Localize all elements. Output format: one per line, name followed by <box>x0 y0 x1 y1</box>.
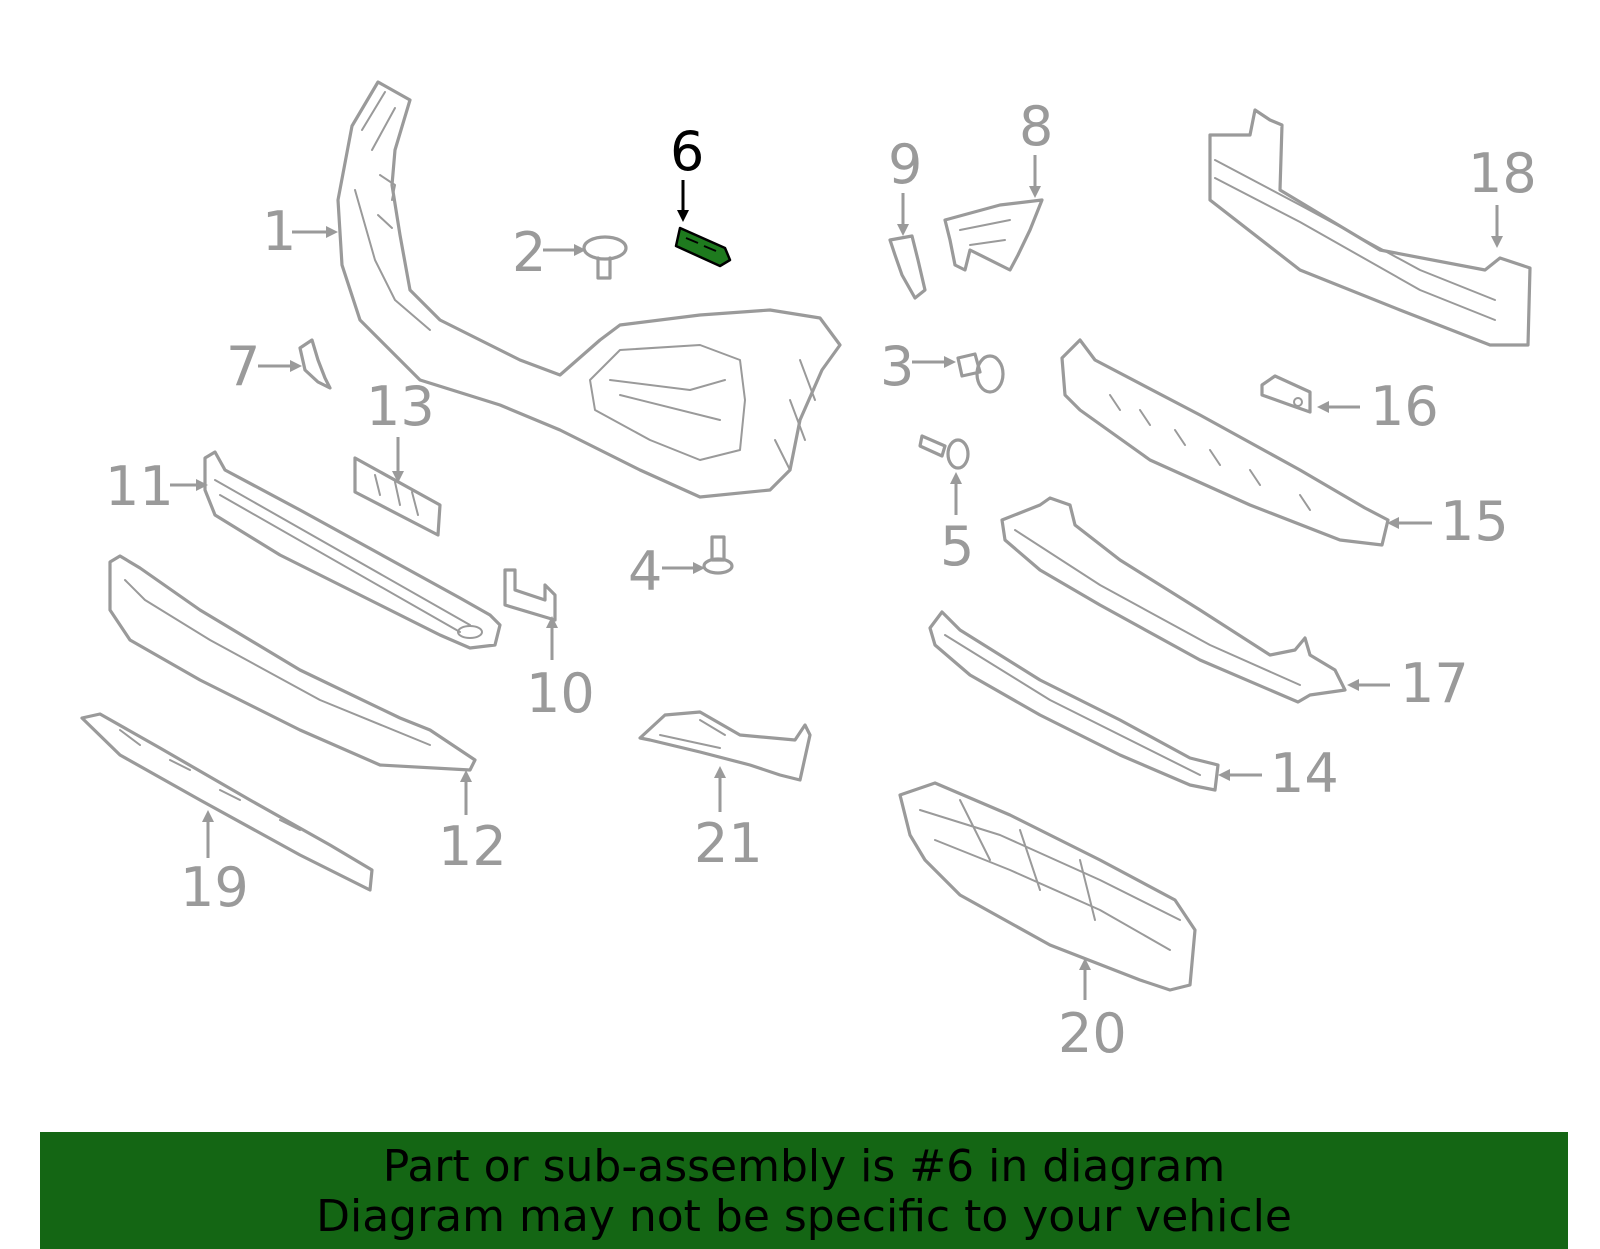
part-2-push-pin[interactable] <box>582 235 628 280</box>
arrowhead-17 <box>1347 679 1359 691</box>
arrowhead-20 <box>1079 958 1091 970</box>
callout-14: 14 <box>1270 742 1339 805</box>
arrowhead-13 <box>392 471 404 483</box>
callout-9: 9 <box>888 133 922 196</box>
part-14-lower-reinforcement[interactable] <box>928 610 1220 792</box>
part-3-rivet[interactable] <box>956 352 1005 394</box>
part-12-lower-trim[interactable] <box>108 554 477 772</box>
banner-line-1: Part or sub-assembly is #6 in diagram <box>382 1141 1226 1192</box>
part-1-bumper-cover[interactable] <box>336 80 842 499</box>
part-15-absorber[interactable] <box>1060 338 1390 547</box>
arrowhead-14 <box>1218 769 1230 781</box>
callout-12: 12 <box>438 815 507 878</box>
arrowhead-2 <box>574 244 586 256</box>
arrowhead-7 <box>290 360 302 372</box>
callout-13: 13 <box>366 375 435 438</box>
part-10-bracket[interactable] <box>503 568 557 622</box>
callout-11: 11 <box>105 455 174 518</box>
callout-6: 6 <box>670 120 704 183</box>
part-6-highlighted-bracket[interactable] <box>674 226 732 268</box>
arrowhead-11 <box>196 479 208 491</box>
callout-10: 10 <box>526 662 595 725</box>
arrowhead-18 <box>1491 236 1503 248</box>
arrowhead-16 <box>1317 401 1329 413</box>
part-5-bolt[interactable] <box>918 434 970 470</box>
callout-4: 4 <box>628 540 662 603</box>
callout-1: 1 <box>262 200 296 263</box>
arrowhead-3 <box>944 356 956 368</box>
part-18-reinforcement[interactable] <box>1208 108 1532 347</box>
callout-8: 8 <box>1019 95 1053 158</box>
arrowhead-12 <box>460 770 472 782</box>
arrowhead-6 <box>677 210 689 222</box>
banner-line-2: Diagram may not be specific to your vehi… <box>316 1191 1292 1242</box>
part-4-clip[interactable] <box>702 535 734 575</box>
part-20-lower-shield[interactable] <box>898 781 1197 992</box>
arrowhead-21 <box>714 766 726 778</box>
callout-16: 16 <box>1370 375 1439 438</box>
callout-21: 21 <box>694 812 763 875</box>
callout-19: 19 <box>180 856 249 919</box>
info-banner: Part or sub-assembly is #6 in diagram Di… <box>40 1132 1568 1249</box>
arrowhead-4 <box>693 562 705 574</box>
arrowhead-19 <box>202 810 214 822</box>
part-8-bracket[interactable] <box>943 198 1044 272</box>
callout-15: 15 <box>1440 490 1509 553</box>
part-9-bracket[interactable] <box>888 234 927 300</box>
callout-3: 3 <box>880 335 914 398</box>
callout-7: 7 <box>226 335 260 398</box>
arrowhead-5 <box>950 472 962 484</box>
part-17-lower-beam[interactable] <box>1000 496 1347 704</box>
part-7-clip[interactable] <box>298 338 332 390</box>
callout-5: 5 <box>940 515 974 578</box>
part-11-grille[interactable] <box>203 450 502 650</box>
part-21-air-duct[interactable] <box>638 710 812 782</box>
callout-18: 18 <box>1468 142 1537 205</box>
arrowhead-8 <box>1029 186 1041 198</box>
arrowhead-15 <box>1387 517 1399 529</box>
callout-20: 20 <box>1058 1002 1127 1065</box>
arrowhead-1 <box>326 226 338 238</box>
part-19-strip[interactable] <box>80 712 374 892</box>
arrowhead-10 <box>546 616 558 628</box>
part-13-bracket-plate[interactable] <box>353 456 442 537</box>
arrowhead-9 <box>897 224 909 236</box>
callout-17: 17 <box>1400 652 1469 715</box>
part-16-bracket[interactable] <box>1260 374 1312 414</box>
callout-2: 2 <box>512 221 546 284</box>
